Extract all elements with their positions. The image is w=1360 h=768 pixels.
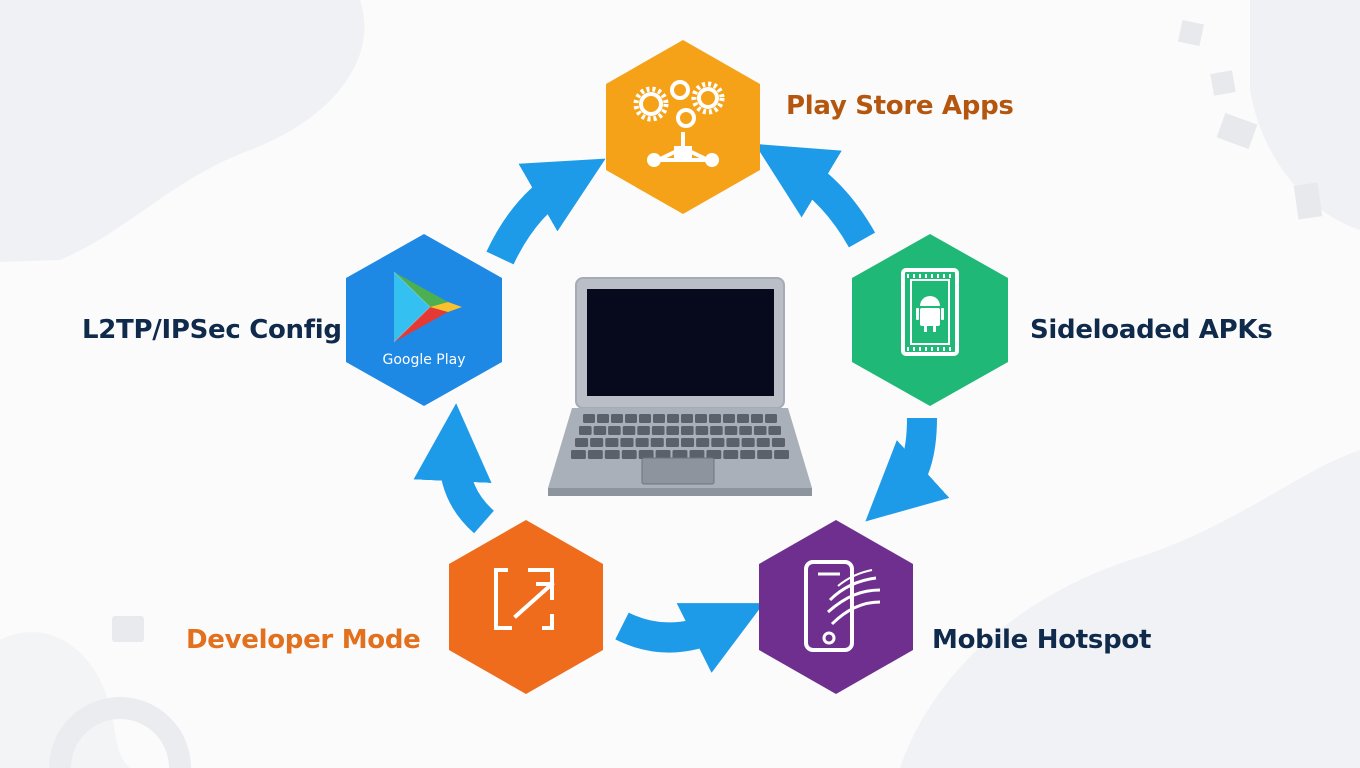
node-mobile-hotspot bbox=[759, 520, 913, 694]
keyboard-key bbox=[689, 450, 705, 459]
keyboard-key bbox=[737, 414, 749, 423]
keyboard-key bbox=[696, 438, 710, 447]
keyboard-key bbox=[666, 426, 679, 435]
keyboard-key bbox=[753, 426, 767, 435]
arrow-sideloaded-to-hotspot bbox=[865, 417, 950, 522]
label-developer-mode: Developer Mode bbox=[186, 625, 421, 655]
keyboard-key bbox=[695, 414, 707, 423]
keyboard-key bbox=[653, 414, 665, 423]
keyboard-key bbox=[639, 414, 651, 423]
keyboard-key bbox=[621, 450, 637, 459]
keyboard-key bbox=[774, 450, 789, 459]
keyboard-key bbox=[651, 426, 665, 435]
label-mobile-hotspot: Mobile Hotspot bbox=[932, 625, 1152, 655]
keyboard-key bbox=[681, 426, 694, 435]
expand-arrow-icon bbox=[494, 568, 555, 630]
android-apk-icon bbox=[901, 268, 959, 356]
keyboard-key bbox=[726, 438, 740, 447]
keyboard-key bbox=[756, 438, 770, 447]
label-l2tp-ipsec-config: L2TP/IPSec Config bbox=[82, 315, 342, 345]
keyboard-key bbox=[706, 450, 722, 459]
arrow-sideloaded-to-playstore bbox=[754, 143, 876, 248]
keyboard-key bbox=[741, 438, 755, 447]
keyboard-key bbox=[655, 450, 671, 459]
keyboard-key bbox=[604, 450, 620, 459]
keyboard-key bbox=[771, 438, 785, 447]
keyboard-key bbox=[710, 426, 723, 435]
keyboard-key bbox=[638, 450, 654, 459]
keyboard-key bbox=[711, 438, 725, 447]
node-sideloaded-apks bbox=[852, 234, 1008, 406]
keyboard-key bbox=[571, 450, 586, 459]
laptop-icon bbox=[548, 277, 812, 496]
keyboard-key bbox=[672, 450, 688, 459]
node-l2tp-ipsec: Google Play bbox=[346, 234, 502, 406]
keyboard-key bbox=[757, 450, 773, 459]
keyboard-key bbox=[724, 426, 738, 435]
keyboard-key bbox=[740, 450, 756, 459]
keyboard-key bbox=[768, 426, 781, 435]
keyboard-key bbox=[635, 438, 649, 447]
node-play-store-apps bbox=[606, 40, 760, 214]
keyboard-key bbox=[751, 414, 763, 423]
arrow-developer-to-hotspot bbox=[615, 603, 764, 673]
keyboard-key bbox=[637, 426, 650, 435]
keyboard-key bbox=[681, 414, 693, 423]
keyboard-key bbox=[620, 438, 634, 447]
keyboard-key bbox=[765, 414, 777, 423]
keyboard-key bbox=[590, 438, 604, 447]
google-play-logo-icon bbox=[393, 271, 462, 343]
keyboard-key bbox=[709, 414, 721, 423]
keyboard-key bbox=[723, 450, 739, 459]
arrow-developer-to-l2tp bbox=[413, 403, 495, 534]
google-play-logo-text: Google Play bbox=[382, 352, 465, 368]
label-sideloaded-apks: Sideloaded APKs bbox=[1030, 315, 1273, 345]
node-developer-mode bbox=[449, 520, 603, 694]
label-play-store-apps: Play Store Apps bbox=[786, 91, 1014, 121]
keyboard-key bbox=[587, 450, 603, 459]
keyboard-key bbox=[575, 438, 589, 447]
keyboard-key bbox=[739, 426, 752, 435]
keyboard-key bbox=[579, 426, 592, 435]
keyboard-key bbox=[695, 426, 709, 435]
keyboard-key bbox=[622, 426, 636, 435]
keyboard-key bbox=[667, 414, 679, 423]
gears-network-icon bbox=[633, 80, 725, 167]
keyboard-key bbox=[681, 438, 695, 447]
arrow-l2tp-to-playstore bbox=[486, 158, 606, 265]
keyboard-key bbox=[625, 414, 637, 423]
keyboard-key bbox=[593, 426, 607, 435]
keyboard-key bbox=[597, 414, 609, 423]
keyboard-key bbox=[650, 438, 664, 447]
keyboard-key bbox=[723, 414, 735, 423]
keyboard-key bbox=[665, 438, 679, 447]
keyboard-key bbox=[611, 414, 623, 423]
smartphone-signal-icon bbox=[804, 560, 881, 652]
keyboard-key bbox=[583, 414, 595, 423]
keyboard-key bbox=[608, 426, 621, 435]
cycle-arrows bbox=[413, 143, 950, 673]
keyboard-key bbox=[605, 438, 619, 447]
